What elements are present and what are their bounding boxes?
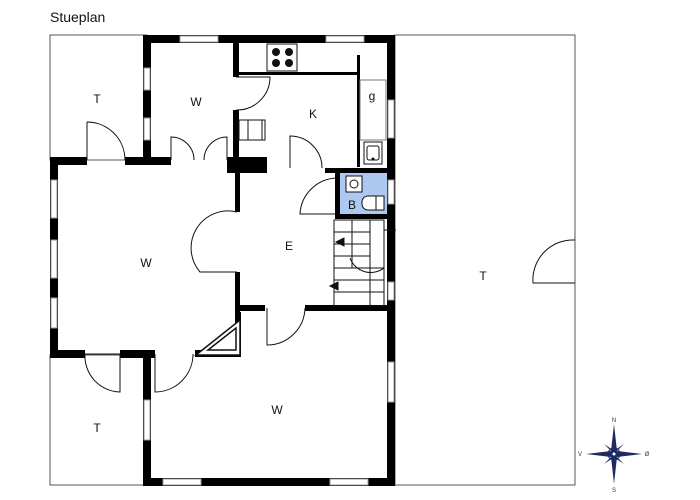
room-label-g: g xyxy=(369,89,376,103)
compass-south-label: S xyxy=(612,488,616,494)
room-label-terrace-bottom-left: T xyxy=(93,421,101,435)
compass-east-label: Ø xyxy=(645,452,650,458)
plan-title: Stueplan xyxy=(50,9,106,25)
room-label-kitchen: K xyxy=(309,107,317,121)
compass-rose: N S V Ø xyxy=(578,418,650,494)
walls xyxy=(50,35,395,486)
stairs xyxy=(328,219,396,307)
room-label-terrace-top-left: T xyxy=(93,92,101,106)
room-label-w-main: W xyxy=(140,256,152,270)
bathroom-fixtures xyxy=(345,175,385,211)
room-label-w-top: W xyxy=(190,95,202,109)
doors xyxy=(84,76,576,393)
compass-west-label: V xyxy=(578,452,582,458)
terrace-outlines xyxy=(49,34,576,486)
room-label-terrace-right: T xyxy=(479,269,487,283)
room-label-entry: E xyxy=(285,239,293,253)
fireplace xyxy=(193,318,241,356)
room-label-w-bottom: W xyxy=(271,403,283,417)
compass-icon xyxy=(586,424,642,484)
room-label-bathroom: B xyxy=(348,198,356,212)
compass-north-label: N xyxy=(612,418,616,424)
windows xyxy=(50,35,395,486)
kitchen-fixtures xyxy=(238,43,387,165)
